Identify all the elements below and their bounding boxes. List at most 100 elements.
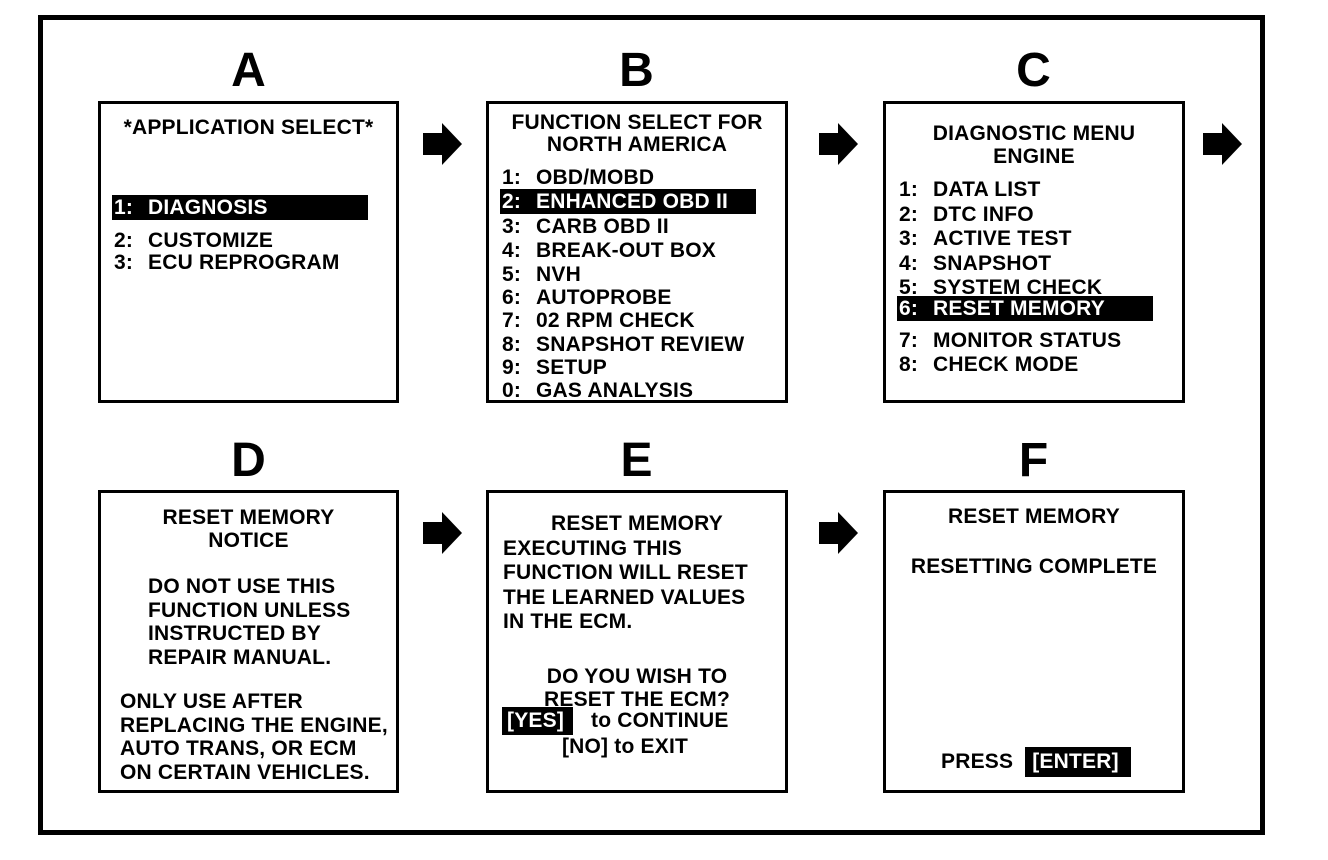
menu-item: 9: SETUP [500, 355, 607, 380]
menu-item: 1: OBD/MOBD [500, 165, 654, 190]
arrow-right-icon [423, 123, 462, 165]
notice-line: REPAIR MANUAL. [148, 645, 332, 669]
arrow-right-icon [423, 512, 462, 554]
menu-item: 0: GAS ANALYSIS [500, 378, 693, 403]
menu-item-number: 9: [502, 356, 522, 379]
menu-item: 5:SYSTEM CHECK [897, 275, 1102, 300]
menu-item: 4: BREAK-OUT BOX [500, 238, 716, 263]
menu-item-label: ACTIVE TEST [933, 227, 1072, 250]
screen-title: *APPLICATION SELECT* [123, 116, 374, 139]
menu-item-number: 7: [502, 309, 522, 332]
press-enter-line: PRESS [ENTER] [941, 747, 1131, 777]
menu-item-number: 6: [899, 297, 919, 320]
step-label-e: E [620, 434, 654, 487]
menu-item-label: AUTOPROBE [536, 286, 672, 309]
menu-item-label: DIAGNOSIS [148, 196, 268, 219]
menu-item: 1: DIAGNOSIS [112, 195, 368, 220]
menu-item: 3: ECU REPROGRAM [112, 250, 340, 275]
menu-item-label: SNAPSHOT REVIEW [536, 333, 745, 356]
status-text: RESETTING COMPLETE [910, 555, 1158, 578]
screen-title-line: NOTICE [208, 529, 289, 552]
menu-item-number: 3: [899, 227, 919, 250]
menu-item-label: DATA LIST [933, 178, 1041, 201]
menu-item: 6: AUTOPROBE [500, 285, 672, 310]
warning-text: EXECUTING THIS FUNCTION WILL RESET THE L… [503, 537, 748, 635]
arrow-right-icon [819, 123, 858, 165]
screen-title: RESET MEMORY [551, 512, 723, 535]
menu-item: 8: SNAPSHOT REVIEW [500, 332, 744, 357]
notice-line: ONLY USE AFTER [120, 690, 303, 713]
menu-item: 3: CARB OBD II [500, 214, 669, 239]
menu-item: 2: DTC INFO [897, 202, 1034, 227]
menu-item-number: 8: [899, 353, 919, 376]
menu-item-label: SNAPSHOT [933, 252, 1052, 275]
menu-item-number: 5: [502, 263, 522, 286]
screen-reset-memory-notice: RESET MEMORY NOTICE DO NOT USE THIS FUNC… [98, 490, 399, 793]
menu-item: 7:02 RPM CHECK [500, 308, 695, 333]
menu-item-number: 1: [502, 166, 522, 189]
menu-item: 6: RESET MEMORY [897, 296, 1153, 321]
menu-item-label: NVH [536, 263, 581, 286]
menu-item-label: DTC INFO [933, 203, 1034, 226]
menu-item: 4:SNAPSHOT [897, 251, 1051, 276]
screen-title-line: FUNCTION SELECT FOR [511, 111, 763, 134]
step-label-c: C [1016, 44, 1052, 97]
screen-reset-memory-confirm: RESET MEMORY EXECUTING THIS FUNCTION WIL… [486, 490, 788, 793]
screen-diagnostic-menu: DIAGNOSTIC MENU ENGINE 1: DATA LIST 2: DTC… [883, 101, 1185, 403]
menu-item-label: GAS ANALYSIS [536, 379, 694, 402]
screen-title-line: NORTH AMERICA [546, 133, 728, 156]
menu-item-label: RESET MEMORY [933, 297, 1105, 320]
menu-item-number: 2: [899, 203, 919, 226]
figure-border: A B C D E F *APPLICATION SELECT* 1:DIAGN… [38, 15, 1265, 835]
menu-item-label: ENHANCED OBD II [536, 190, 729, 213]
menu-item: 1: DATA LIST [897, 177, 1041, 202]
warning-line: IN THE ECM. [503, 610, 633, 634]
menu-item: 7: MONITOR STATUS [897, 328, 1121, 353]
step-label-f: F [1018, 434, 1050, 487]
no-option-line: [NO] to EXIT [561, 735, 689, 758]
menu-item-number: 1: [899, 178, 919, 201]
warning-line: EXECUTING THIS [503, 537, 682, 560]
screen-resetting-complete: RESET MEMORY RESETTING COMPLETE PRESS [EN… [883, 490, 1185, 793]
yes-key-highlight: [YES] [502, 707, 574, 735]
menu-item-number: 4: [502, 239, 522, 262]
menu-item-label: OBD/MOBD [536, 166, 655, 189]
menu-item-label: CHECK MODE [933, 353, 1079, 376]
menu-item-label: SYSTEM CHECK [933, 276, 1103, 299]
screen-title-line: RESET MEMORY [162, 506, 335, 529]
menu-item-label: MONITOR STATUS [933, 329, 1122, 352]
menu-item-number: 0: [502, 379, 522, 402]
notice-line: ON CERTAIN VEHICLES. [120, 760, 370, 784]
menu-item-number: 3: [502, 215, 522, 238]
menu-item: 2: ENHANCED OBD II [500, 189, 756, 214]
arrow-right-icon [1203, 123, 1242, 165]
menu-item-label: BREAK-OUT BOX [536, 239, 716, 262]
menu-item-number: 1: [114, 196, 134, 219]
screen-title-line: DIAGNOSTIC MENU [932, 122, 1136, 145]
menu-item-label: ECU REPROGRAM [148, 251, 340, 274]
press-label: PRESS [941, 750, 1014, 773]
screen-application-select: *APPLICATION SELECT* 1: DIAGNOSIS 2: CUSTO… [98, 101, 399, 403]
menu-item: 8: CHECK MODE [897, 352, 1079, 377]
menu-item: 5: NVH [500, 262, 581, 287]
prompt-line: RESET THE ECM? [544, 688, 730, 711]
menu-item-label: SETUP [536, 356, 608, 379]
step-label-a: A [231, 44, 267, 97]
menu-item-number: 3: [114, 251, 134, 274]
menu-item-label: CARB OBD II [536, 215, 669, 238]
screen-title: RESET MEMORY [948, 505, 1120, 528]
screen-title-line: ENGINE [993, 145, 1075, 168]
menu-item-number: 6: [502, 286, 522, 309]
menu-item-number: 2: [502, 190, 522, 213]
step-label-b: B [619, 44, 655, 97]
step-label-d: D [231, 434, 267, 487]
menu-item-label: CUSTOMIZE [148, 229, 274, 252]
menu-item-number: 7: [899, 329, 919, 352]
notice-line: INSTRUCTED BY [148, 622, 321, 645]
menu-item-number: 8: [502, 333, 522, 356]
notice-line: DO NOT USE THIS [148, 575, 336, 598]
screen-function-select: FUNCTION SELECT FOR NORTH AMERICA 1: OBD/… [486, 101, 788, 403]
menu-item-number: 2: [114, 229, 134, 252]
enter-key-highlight: [ENTER] [1025, 747, 1131, 777]
